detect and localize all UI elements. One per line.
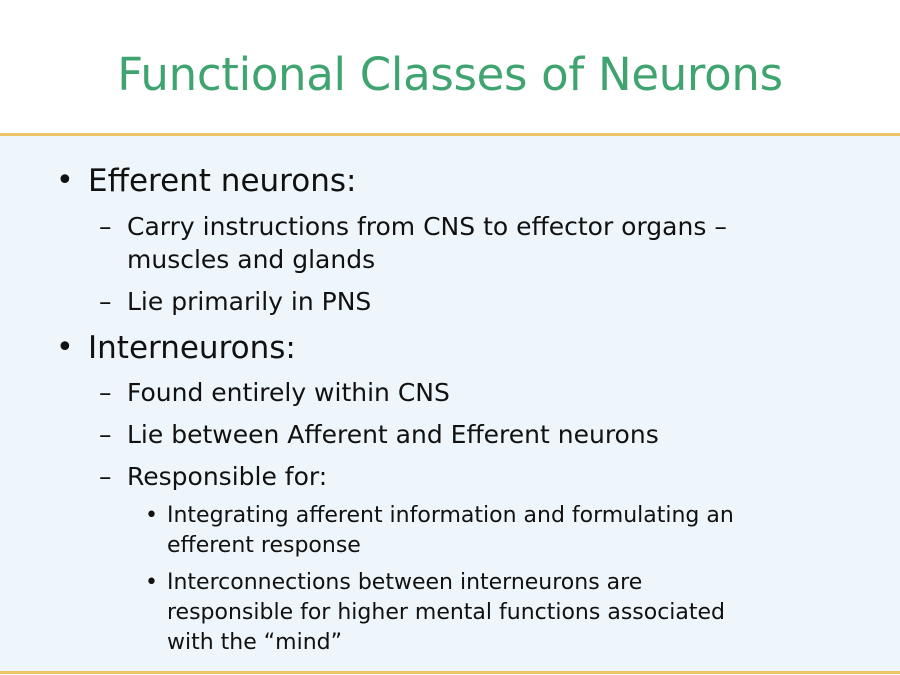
dash-marker: – (99, 420, 112, 449)
dash-marker: – (99, 212, 112, 241)
slide-title: Functional Classes of Neurons (117, 48, 783, 101)
title-area: Functional Classes of Neurons (0, 0, 900, 133)
sub-bullet-line: Lie between Afferent and Efferent neuron… (127, 420, 659, 449)
bullet-marker: • (56, 330, 74, 365)
dash-marker: – (99, 287, 112, 316)
bullet-item: • Interneurons: (56, 330, 296, 366)
bullet-text: Efferent neurons: (88, 163, 357, 199)
sub-sub-bullet-line: Interconnections between interneurons ar… (167, 570, 643, 595)
sub-bullet-item: – Carry instructions from CNS to effecto… (99, 210, 727, 276)
sub-sub-bullet-item: • Integrating afferent information and f… (145, 501, 734, 561)
sub-sub-bullet-line: Integrating afferent information and for… (167, 503, 734, 528)
content-area: • Efferent neurons: – Carry instructions… (0, 136, 900, 671)
sub-bullet-item: – Responsible for: (99, 460, 328, 493)
sub-bullet-line: Carry instructions from CNS to effector … (127, 212, 727, 241)
bullet-marker: • (145, 503, 158, 528)
top-rule (0, 133, 900, 136)
bottom-rule (0, 671, 900, 674)
bullet-item: • Efferent neurons: (56, 163, 357, 199)
sub-bullet-line: Responsible for: (127, 462, 328, 491)
sub-bullet-item: – Found entirely within CNS (99, 376, 450, 409)
sub-sub-bullet-line: responsible for higher mental functions … (167, 600, 726, 625)
sub-bullet-item: – Lie between Afferent and Efferent neur… (99, 418, 659, 451)
bullet-marker: • (56, 163, 74, 198)
sub-bullet-item: – Lie primarily in PNS (99, 285, 372, 318)
dash-marker: – (99, 378, 112, 407)
bullet-text: Interneurons: (88, 330, 296, 366)
bullet-marker: • (145, 570, 158, 595)
sub-bullet-line: muscles and glands (127, 245, 376, 274)
sub-sub-bullet-item: • Interconnections between interneurons … (145, 568, 726, 658)
sub-sub-bullet-line: efferent response (167, 533, 361, 558)
dash-marker: – (99, 462, 112, 491)
sub-bullet-line: Found entirely within CNS (127, 378, 450, 407)
sub-bullet-line: Lie primarily in PNS (127, 287, 372, 316)
sub-sub-bullet-line: with the “mind” (167, 630, 343, 655)
